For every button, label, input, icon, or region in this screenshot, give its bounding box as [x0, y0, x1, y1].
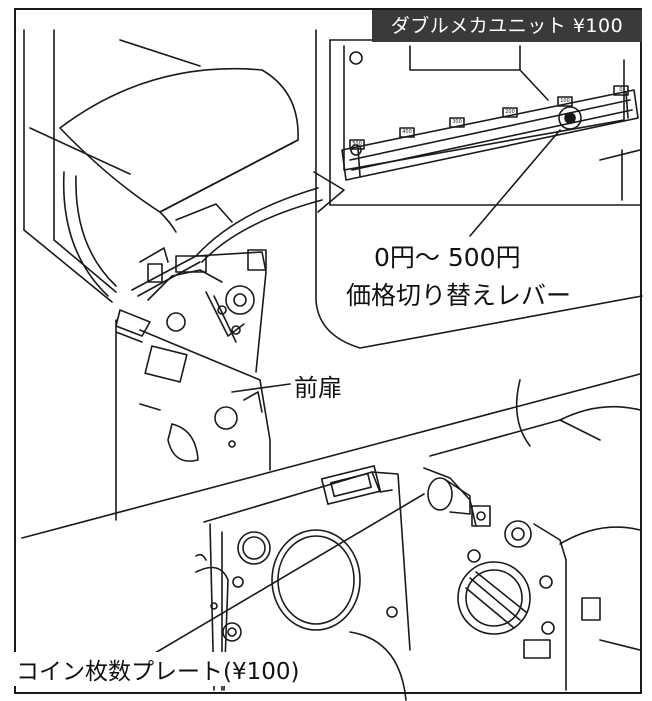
- top-cover: [59, 67, 299, 233]
- slot-tag-label: 300: [452, 119, 462, 125]
- door-leader-line: [231, 383, 291, 393]
- wiring: [62, 171, 233, 297]
- illustration-frame: [14, 8, 642, 694]
- price-slider-bar: [341, 89, 639, 181]
- coin-plate-label: コイン枚数プレート(¥100): [14, 652, 302, 686]
- coin-selector-unit: [423, 467, 567, 561]
- slot-tag-label: 100: [560, 98, 570, 104]
- cabinet-outline: [23, 29, 201, 521]
- coin-mechanism: [115, 247, 267, 373]
- slot-tag-label: 400: [402, 129, 412, 135]
- slot-tag-label: 0: [619, 87, 623, 93]
- price-range-label: 0円〜 500円: [374, 243, 521, 272]
- slot-tags: [349, 85, 629, 150]
- scene-divider: [21, 373, 641, 539]
- model-badge: ダブルメカユニット ¥100: [372, 10, 642, 42]
- price-lever-knob: [558, 106, 582, 130]
- cabinet-side: [429, 379, 641, 691]
- slot-tag-label: 500: [352, 141, 362, 147]
- plate-leader-line: [149, 493, 425, 657]
- price-lever-label: 価格切り替えレバー: [346, 281, 572, 310]
- front-door: [115, 329, 271, 471]
- mounting-bolt: [210, 602, 242, 642]
- detail-arrow: [195, 171, 345, 263]
- front-door-label: 前扉: [294, 374, 342, 402]
- return-lever-wheel: [457, 549, 555, 635]
- lever-leader-line: [469, 129, 561, 237]
- slot-tag-label: 200: [505, 109, 515, 115]
- coin-count-plate: [320, 465, 382, 505]
